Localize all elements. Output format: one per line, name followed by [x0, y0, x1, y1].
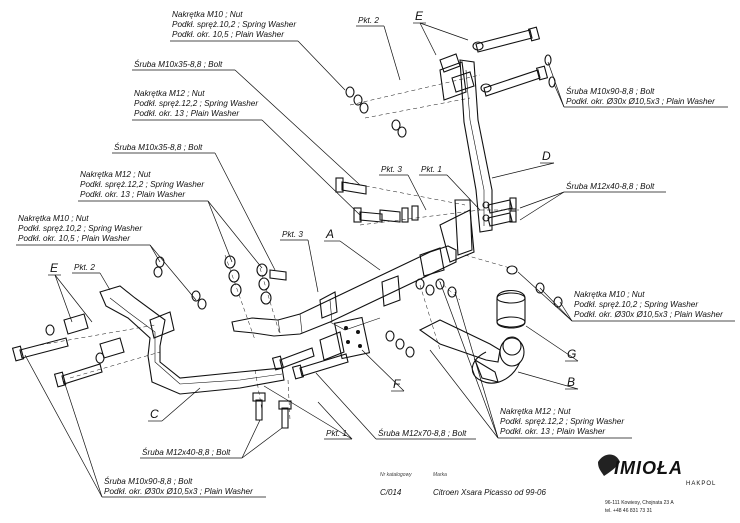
callout-line: Śruba M12x40-8,8 ; Bolt	[142, 446, 231, 457]
pkt-label: Pkt. 1	[326, 429, 347, 438]
callout-nut-m12-left: Nakrętka M12 ; Nut Podkł. spręż.12,2 ; S…	[78, 170, 208, 202]
pkt-label: Pkt. 2	[74, 263, 95, 272]
callout-nut-m10-top: Nakrętka M10 ; Nut Podkł. spręż.10,2 ; S…	[170, 10, 298, 42]
callout-bolt-m12x40-right: Śruba M12x40-8,8 ; Bolt	[564, 180, 666, 193]
bolts-m12x40-left	[252, 392, 292, 429]
pkt-label: Pkt. 3	[381, 165, 402, 174]
socket-plate-f	[319, 316, 371, 361]
pkt-label: Pkt. 1	[421, 165, 442, 174]
callout-line: Nakrętka M10 ; Nut	[172, 10, 243, 19]
callout-line: Podkł. okr. 13 ; Plain Washer	[500, 427, 605, 436]
washers-left	[153, 255, 287, 310]
part-letter-d: D	[542, 149, 551, 163]
crossbar-a	[231, 199, 475, 337]
part-letter-e-left: E	[50, 261, 59, 275]
washers-ball-right	[506, 265, 563, 308]
callout-nut-m10-right: Nakrętka M10 ; Nut Podkł. spręż.10,2 ; S…	[572, 290, 735, 322]
callout-bolt-m10x90-left: Śruba M10x90-8,8 ; Bolt Podkł. okr. Ø30x…	[102, 475, 266, 498]
washer-stack-top	[345, 86, 407, 138]
bracket-d	[439, 59, 493, 233]
callout-line: Podkł. okr. Ø30x Ø10,5x3 ; Plain Washer	[574, 310, 723, 319]
make-label: Marka	[433, 472, 447, 478]
callout-nut-m10-left: Nakrętka M10 ; Nut Podkł. spręż.10,2 ; S…	[16, 214, 150, 246]
catalog-number-value: C/014	[380, 488, 402, 497]
callout-line: Podkł. okr. Ø30x Ø10,5x3 ; Plain Washer	[566, 97, 715, 106]
bolts-m12x40-right	[487, 197, 517, 227]
catalog-number-label: Nr katalogowy	[380, 472, 412, 478]
callout-line: Podkł. spręż.10,2 ; Spring Washer	[172, 20, 296, 29]
tow-ball-b	[418, 319, 525, 384]
callout-line: Śruba M12x70-8,8 ; Bolt	[378, 427, 467, 438]
callout-bolt-m12x40-left: Śruba M12x40-8,8 ; Bolt	[140, 446, 242, 459]
callout-line: Podkł. okr. 13 ; Plain Washer	[80, 190, 185, 199]
brand-subtitle: HAKPOL	[686, 481, 717, 487]
part-letter-b: B	[567, 375, 575, 389]
callout-line: Śruba M10x90-8,8 ; Bolt	[104, 475, 193, 486]
bolts-upper-center	[335, 177, 419, 223]
callout-line: Nakrętka M10 ; Nut	[18, 214, 89, 223]
callout-line: Podkł. okr. 10,5 ; Plain Washer	[172, 30, 284, 39]
part-letter-c: C	[150, 407, 159, 421]
logo-mark	[598, 454, 620, 476]
callout-line: Śruba M10x35-8,8 ; Bolt	[134, 58, 223, 69]
part-letter-a: A	[325, 227, 334, 241]
leader-lines	[24, 22, 579, 498]
callout-line: Śruba M10x35-8,8 ; Bolt	[114, 141, 203, 152]
bolts-m12x70	[271, 347, 349, 380]
callout-nut-m12-bottom: Nakrętka M12 ; Nut Podkł. spręż.12,2 ; S…	[498, 407, 632, 439]
callout-bolt-m10x35-b: Śruba M10x35-8,8 ; Bolt	[112, 141, 215, 154]
bolts-top-right	[475, 26, 556, 97]
callout-line: Podkł. spręż.12,2 ; Spring Washer	[500, 417, 624, 426]
brand-phone: tel. +48 46 831 73 31	[605, 508, 653, 514]
vehicle-value: Citroen Xsara Picasso od 99-06	[433, 488, 546, 497]
callout-line: Nakrętka M12 ; Nut	[80, 170, 151, 179]
callout-line: Podkł. spręż.12,2 ; Spring Washer	[80, 180, 204, 189]
callout-nut-m12-upper: Nakrętka M12 ; Nut Podkł. spręż.12,2 ; S…	[132, 89, 262, 121]
spacers-e-left	[63, 313, 125, 359]
bolts-m10x90-left	[11, 324, 105, 388]
callout-line: Nakrętka M12 ; Nut	[134, 89, 205, 98]
bracket-c	[99, 285, 285, 395]
washers-center	[385, 278, 457, 358]
callout-line: Śruba M12x40-8,8 ; Bolt	[566, 180, 655, 191]
callout-line: Nakrętka M10 ; Nut	[574, 290, 645, 299]
brand-address: 96-111 Kowiesy, Chojnata 23 A	[605, 500, 674, 506]
callout-bolt-m10x35-a: Śruba M10x35-8,8 ; Bolt	[132, 58, 235, 71]
callout-line: Podkł. okr. 13 ; Plain Washer	[134, 109, 239, 118]
callout-bolt-m12x70: Śruba M12x70-8,8 ; Bolt	[376, 427, 476, 440]
callout-bolt-m10x90-right: Śruba M10x90-8,8 ; Bolt Podkł. okr. Ø30x…	[564, 85, 728, 108]
part-letter-g: G	[567, 347, 576, 361]
pkt-label: Pkt. 3	[282, 230, 303, 239]
brand-logo-text: IMIOŁA	[614, 458, 683, 478]
callout-line: Podkł. okr. Ø30x Ø10,5x3 ; Plain Washer	[104, 487, 253, 496]
callout-line: Podkł. okr. 10,5 ; Plain Washer	[18, 234, 130, 243]
callout-line: Podkł. spręż.10,2 ; Spring Washer	[574, 300, 698, 309]
part-letter-e-top: E	[415, 9, 424, 23]
ball-cover-g	[496, 289, 526, 329]
callout-line: Nakrętka M12 ; Nut	[500, 407, 571, 416]
pkt-label: Pkt. 2	[358, 16, 379, 25]
callout-line: Śruba M10x90-8,8 ; Bolt	[566, 85, 655, 96]
callout-line: Podkł. spręż.10,2 ; Spring Washer	[18, 224, 142, 233]
callout-line: Podkł. spręż.12,2 ; Spring Washer	[134, 99, 258, 108]
